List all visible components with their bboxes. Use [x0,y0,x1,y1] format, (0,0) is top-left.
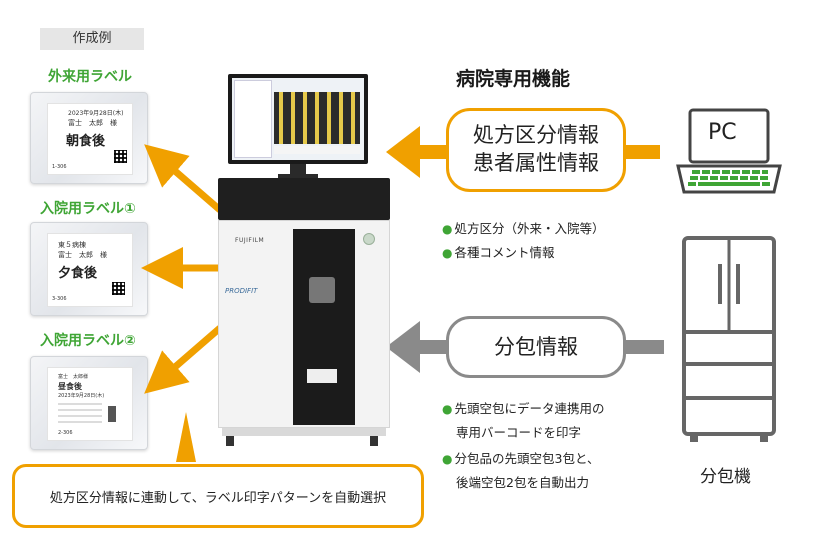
info-box-line-2: 患者属性情報 [473,151,599,175]
arrow-to-note [176,412,196,462]
label-code: 1-306 [52,164,67,170]
model-logo: PRODIFIT [225,287,258,295]
label-patient-name: 富士 太郎 様 [68,119,117,127]
info-box-line-1: 処方区分情報 [473,123,599,147]
label-grid-icon [58,403,116,423]
packaging-machine: FUJIFILM PRODIFIT [218,72,390,450]
bullet-item: ●先頭空包にデータ連携用の [442,401,605,416]
label-patient-name: 富士 太郎 様 [58,251,107,259]
packager-icon [682,236,776,442]
status-light-icon [363,233,375,245]
sample-tag: 作成例 [40,28,144,50]
label-code: 2-306 [58,430,73,436]
label-title-inpatient-2: 入院用ラベル② [40,333,136,349]
label-card-inpatient-1: 東５病棟 富士 太郎 様 夕食後 3-306 [30,222,148,316]
label-timing: 昼食後 [58,382,82,391]
label-card-outpatient: 2023年9月28日(木) 富士 太郎 様 朝食後 1-306 [30,92,148,184]
page-title: 病院専用機能 [456,68,571,90]
qr-code-icon [112,282,125,295]
monitor [228,74,368,164]
arrow-to-label-1 [144,144,223,213]
bullet-item: ●分包品の先頭空包3包と、 [442,451,600,466]
arrow-pc-head [386,126,420,178]
label-code: 3-306 [52,296,67,302]
info-box-line-1: 分包情報 [494,335,578,359]
packager-label: 分包機 [700,467,751,487]
arrow-to-label-3 [144,325,223,394]
label-patient-name: 富士 太郎様 [58,374,89,380]
bullet-item: ●各種コメント情報 [442,245,555,260]
auto-select-note: 処方区分情報に連動して、ラベル印字パターンを自動選択 [12,464,424,528]
label-timing: 夕食後 [58,266,98,281]
bullet-item-cont: 専用バーコードを印字 [456,425,582,440]
brand-logo: FUJIFILM [235,237,265,244]
info-box-prescription: 処方区分情報 患者属性情報 [446,108,626,192]
label-title-outpatient: 外来用ラベル [48,69,132,85]
qr-code-icon [114,150,127,163]
label-card-inpatient-2: 富士 太郎様 昼食後 2023年9月28日(木) 2-306 [30,356,148,450]
label-title-inpatient-1: 入院用ラベル① [40,201,136,217]
laptop-icon [676,108,782,194]
bullet-item-cont: 後端空包2包を自動出力 [456,475,589,490]
bullet-item: ●処方区分（外来・入院等） [442,221,605,236]
arrow-packager-head [386,321,420,373]
info-box-packaging: 分包情報 [446,316,626,378]
label-date: 2023年9月28日(木) [58,393,105,399]
label-timing: 朝食後 [66,134,106,149]
pc-label: PC [708,120,737,145]
label-ward: 東５病棟 [58,241,86,249]
label-date: 2023年9月28日(木) [68,110,124,117]
